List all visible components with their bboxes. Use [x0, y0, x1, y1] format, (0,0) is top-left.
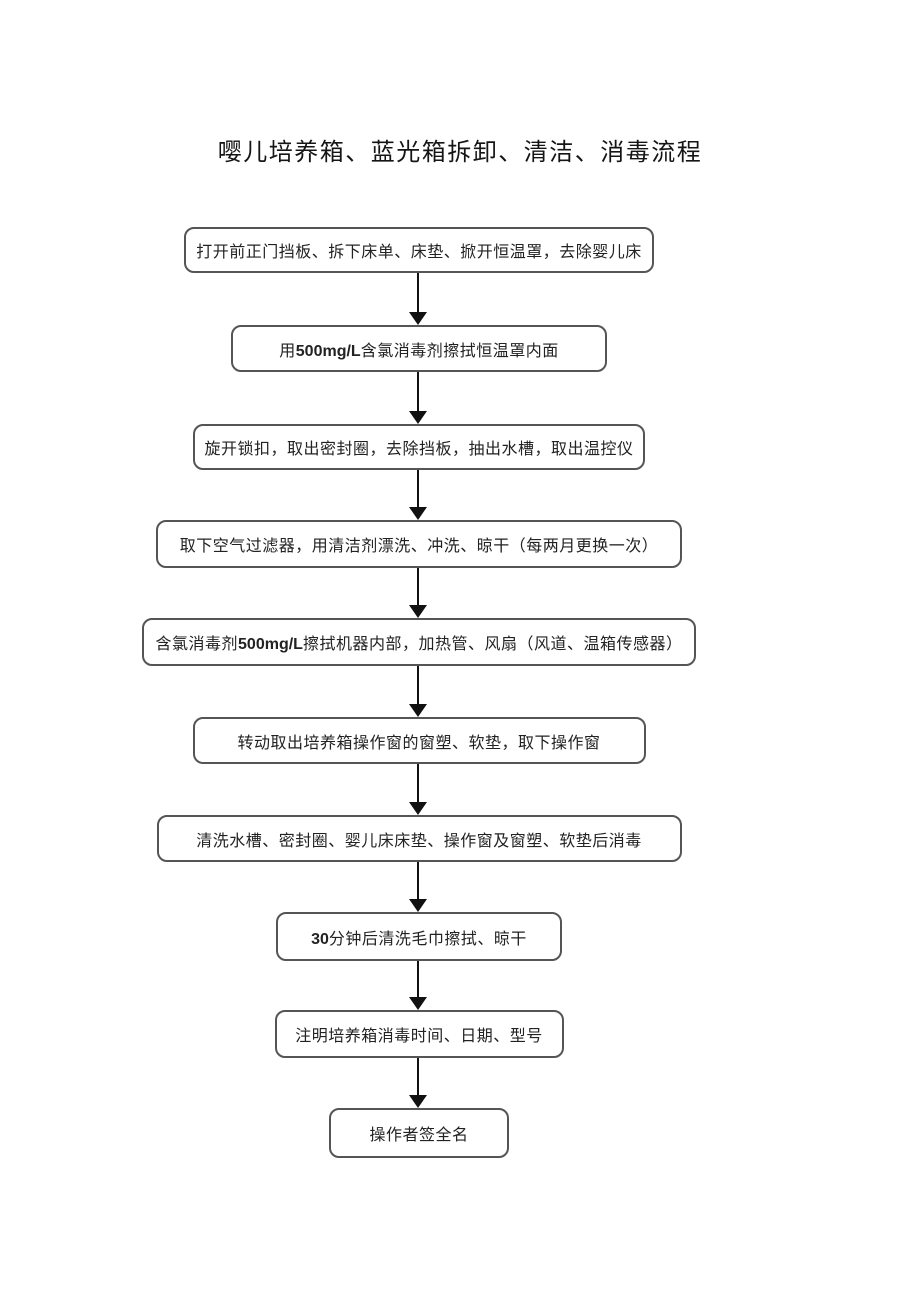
flow-step: 30分钟后清洗毛巾擦拭、晾干 [276, 912, 562, 961]
arrow-line [417, 961, 419, 999]
down-arrow [409, 470, 427, 520]
latin-text: 30 [311, 930, 329, 948]
arrow-head-icon [409, 899, 427, 912]
flow-step: 转动取出培养箱操作窗的窗塑、软垫，取下操作窗 [192, 717, 646, 764]
flow-step: 取下空气过滤器，用清洁剂漂洗、冲洗、晾干（每两月更换一次） [156, 520, 682, 568]
flow-step: 注明培养箱消毒时间、日期、型号 [274, 1010, 564, 1058]
flow-step-label: 操作者签全名 [369, 1127, 469, 1144]
down-arrow [409, 273, 427, 325]
down-arrow [409, 666, 427, 717]
arrow-line [417, 862, 419, 901]
flow-step-label: 取下空气过滤器，用清洁剂漂洗、冲洗、晾干（每两月更换一次） [179, 538, 659, 555]
flow-step-label: 打开前正门挡板、拆下床单、床垫、掀开恒温罩，去除婴儿床 [196, 244, 642, 261]
flow-step-label: 用500mg/L含氯消毒剂擦拭恒温罩内面 [279, 342, 559, 360]
down-arrow [409, 372, 427, 424]
arrow-head-icon [409, 312, 427, 325]
arrow-head-icon [409, 802, 427, 815]
flow-step: 旋开锁扣，取出密封圈，去除挡板，抽出水槽，取出温控仪 [193, 424, 645, 470]
arrow-line [417, 273, 419, 314]
arrow-line [417, 1058, 419, 1097]
arrow-line [417, 470, 419, 509]
latin-text: 500mg/L [295, 342, 361, 360]
flow-step: 打开前正门挡板、拆下床单、床垫、掀开恒温罩，去除婴儿床 [184, 227, 654, 273]
down-arrow [409, 764, 427, 815]
down-arrow [409, 862, 427, 912]
arrow-head-icon [409, 704, 427, 717]
arrow-line [417, 568, 419, 607]
down-arrow [409, 1058, 427, 1108]
arrow-line [417, 764, 419, 804]
flow-step-label: 注明培养箱消毒时间、日期、型号 [295, 1028, 543, 1045]
arrow-line [417, 372, 419, 413]
flow-step: 清洗水槽、密封圈、婴儿床床垫、操作窗及窗塑、软垫后消毒 [156, 815, 682, 862]
arrow-line [417, 666, 419, 706]
arrow-head-icon [409, 507, 427, 520]
page-title: 嘤儿培养箱、蓝光箱拆卸、清洁、消毒流程 [217, 140, 703, 166]
latin-text: 500mg/L [238, 636, 303, 653]
flow-step-label: 旋开锁扣，取出密封圈，去除挡板，抽出水槽，取出温控仪 [204, 441, 634, 458]
down-arrow [409, 961, 427, 1010]
flow-step-label: 清洗水槽、密封圈、婴儿床床垫、操作窗及窗塑、软垫后消毒 [196, 832, 642, 850]
down-arrow [409, 568, 427, 618]
flow-step-label: 转动取出培养箱操作窗的窗塑、软垫，取下操作窗 [237, 734, 601, 752]
flow-step-label: 含氯消毒剂500mg/L擦拭机器内部，加热管、风扇（风道、温箱传感器） [155, 636, 683, 653]
arrow-head-icon [409, 411, 427, 424]
flow-step: 用500mg/L含氯消毒剂擦拭恒温罩内面 [231, 325, 607, 372]
flow-step: 操作者签全名 [329, 1108, 509, 1158]
flow-step-label: 30分钟后清洗毛巾擦拭、晾干 [311, 930, 527, 948]
flow-step: 含氯消毒剂500mg/L擦拭机器内部，加热管、风扇（风道、温箱传感器） [142, 618, 696, 666]
arrow-head-icon [409, 605, 427, 618]
arrow-head-icon [409, 997, 427, 1010]
arrow-head-icon [409, 1095, 427, 1108]
